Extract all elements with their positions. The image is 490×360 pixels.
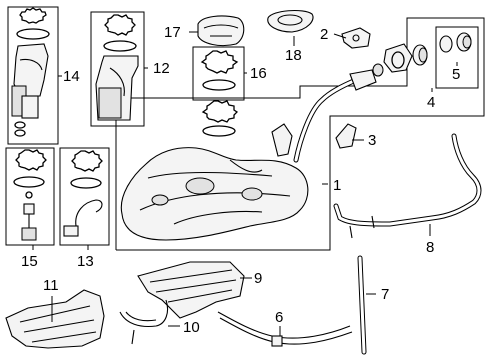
callout-12: 12 (153, 60, 170, 77)
group-box-16 (192, 46, 245, 101)
fuel-level-sender-15 (13, 149, 47, 241)
filler-pipe (271, 63, 384, 163)
access-plate-18 (267, 9, 314, 33)
callout-7: 7 (381, 286, 389, 303)
clip-3 (335, 123, 357, 149)
fuel-pump-assembly-12 (95, 14, 139, 121)
callout-1: 1 (333, 177, 341, 194)
callout-4: 4 (427, 94, 435, 111)
heat-shield-9 (137, 261, 245, 319)
callout-14: 14 (63, 68, 80, 85)
callout-17: 17 (164, 24, 181, 41)
filler-neck-parts-4 (383, 32, 472, 73)
leader-lines (32, 31, 458, 336)
callout-15: 15 (21, 253, 38, 270)
group-box-12 (90, 11, 145, 127)
callout-10: 10 (183, 319, 200, 336)
callout-13: 13 (77, 253, 94, 270)
vent-pipe-7 (357, 255, 367, 355)
fuel-sender-unit-13 (63, 150, 103, 237)
fuel-line-8 (333, 133, 482, 239)
callout-5: 5 (452, 66, 460, 83)
callout-6: 6 (275, 309, 283, 326)
group-box-tank-assembly (115, 17, 485, 251)
filler-bracket-2 (341, 27, 371, 49)
tank-strap-6 (217, 311, 353, 347)
access-cover-17 (197, 15, 245, 47)
callout-11: 11 (43, 277, 59, 294)
fuel-pump-module-14 (11, 7, 50, 137)
fuel-tank-1 (120, 147, 309, 241)
group-box-5 (435, 26, 479, 89)
shield-11 (5, 289, 105, 349)
callout-3: 3 (368, 132, 376, 149)
tank-ring-set (201, 100, 239, 137)
group-box-13 (59, 147, 110, 246)
lock-ring-16 (200, 50, 239, 91)
strap-10 (119, 299, 169, 345)
group-box-15 (5, 147, 55, 246)
callout-2: 2 (320, 26, 328, 43)
callout-16: 16 (250, 65, 267, 82)
callout-18: 18 (285, 47, 302, 64)
callout-9: 9 (254, 270, 262, 287)
callout-8: 8 (426, 239, 434, 256)
